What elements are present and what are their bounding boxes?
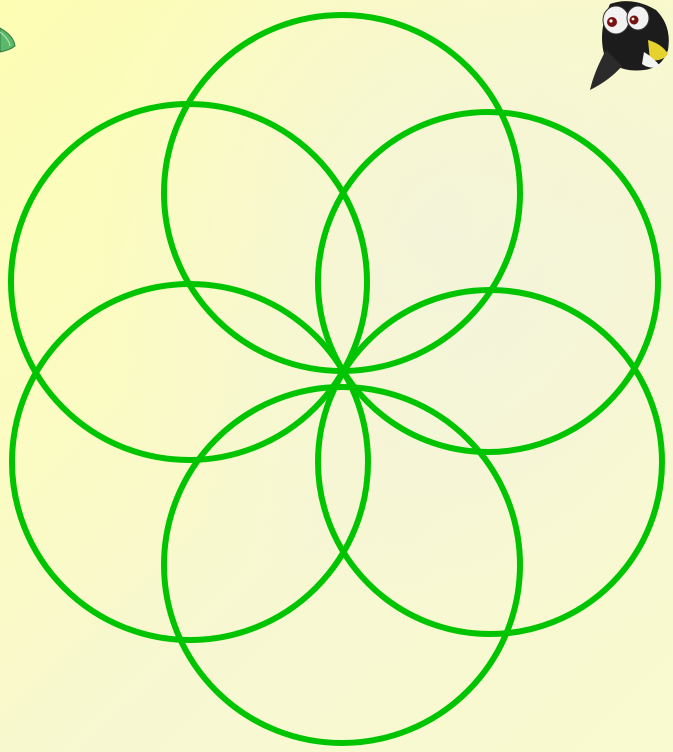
circle-bottom (164, 387, 520, 743)
